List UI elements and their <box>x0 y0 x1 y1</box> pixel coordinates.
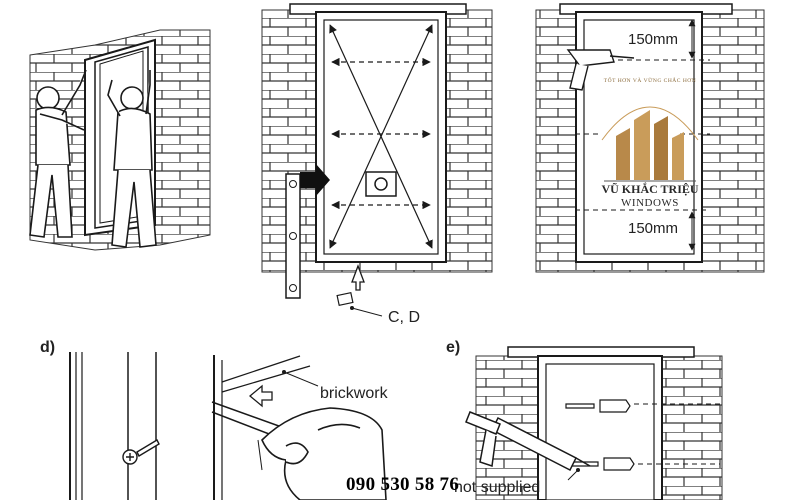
worker-right <box>107 70 157 248</box>
label-brickwork: brickwork <box>320 385 388 402</box>
logo-buildings-icon <box>601 106 699 182</box>
caulk-gun-icon <box>465 411 591 472</box>
logo-tagline: TỐT HƠN VÀ VỮNG CHẮC HƠN <box>603 78 697 84</box>
label-not-supplied: not supplied <box>454 479 541 496</box>
drill-icon <box>566 49 635 91</box>
worker-left <box>29 69 87 238</box>
panel-squaring <box>261 3 493 317</box>
dimension-top: 150mm <box>628 31 679 48</box>
label-c-d: C, D <box>388 309 420 326</box>
logo-sub: WINDOWS <box>621 197 679 209</box>
logo-name: VŨ KHẮC TRIỆU <box>601 182 699 196</box>
brand-logo: TỐT HƠN VÀ VỮNG CHẮC HƠN VŨ KHẮC TRIỆU W… <box>588 78 712 218</box>
panel-d-fixing <box>69 352 387 500</box>
hand-icon <box>261 407 387 500</box>
dimension-bottom: 150mm <box>628 220 679 237</box>
phone-number: 090 530 58 76 <box>346 474 460 495</box>
panel-fitting-frame <box>29 29 211 251</box>
wall-plug-icon <box>565 399 635 471</box>
step-e-label: e) <box>446 339 461 356</box>
step-d-label: d) <box>40 339 56 356</box>
panel-e-sealing <box>465 346 723 500</box>
screw-icon <box>122 439 160 465</box>
